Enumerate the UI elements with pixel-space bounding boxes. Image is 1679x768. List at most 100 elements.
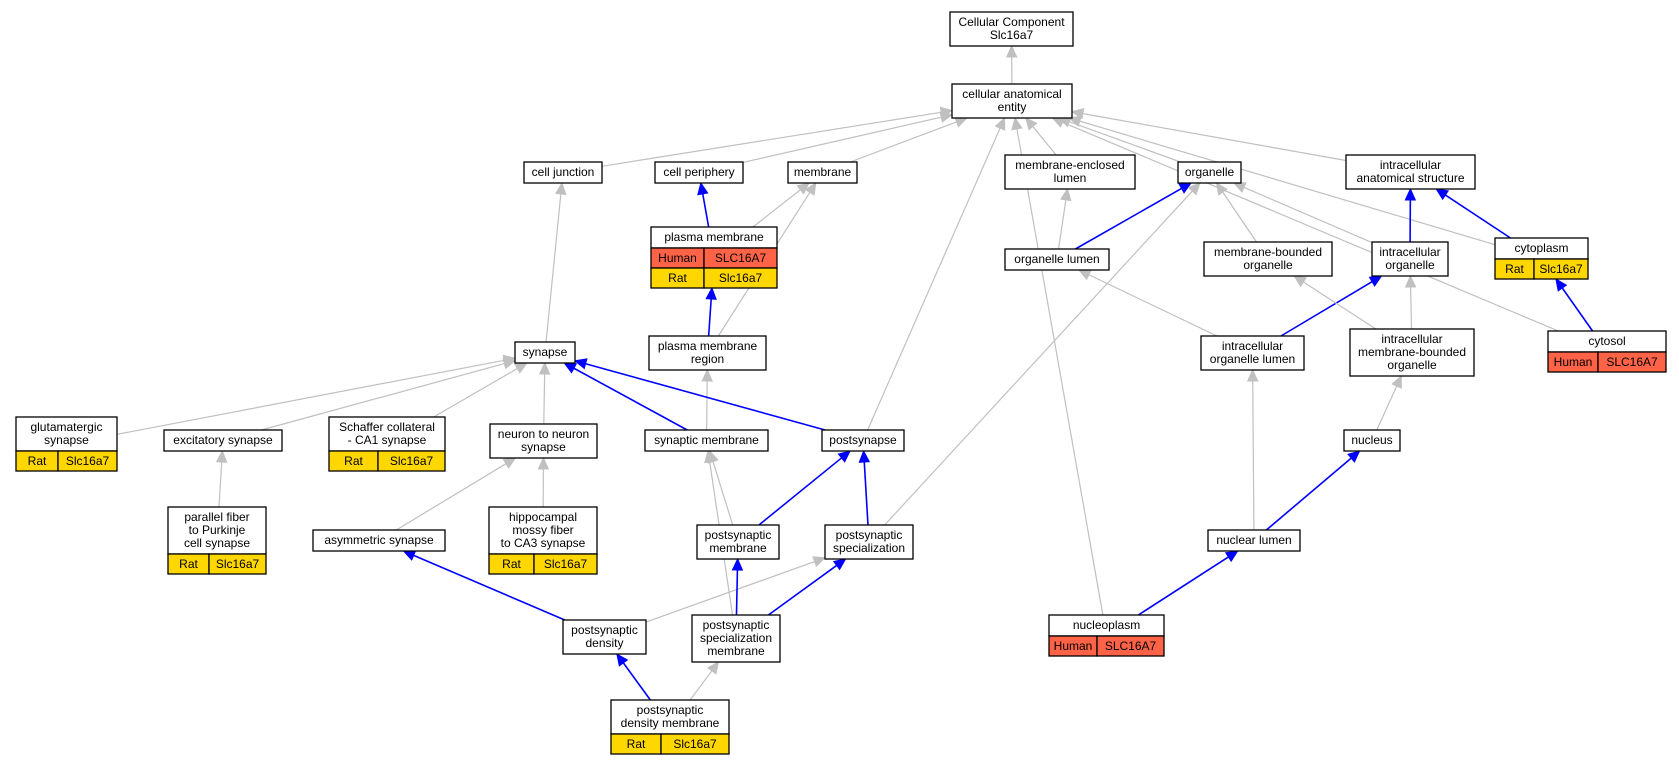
edge-is_a-io-to-organelle <box>1232 182 1373 244</box>
edge-part_of-nl-to-nucleus <box>1265 450 1361 531</box>
node-label-line: synaptic membrane <box>654 433 759 447</box>
node-label-line: asymmetric synapse <box>324 533 434 547</box>
edge-part_of-cytosol-to-cytoplasm <box>1555 278 1594 332</box>
edge-is_a-cae-to-cc <box>1005 44 1018 85</box>
node-label-line: organelle <box>1185 165 1235 179</box>
node-label-line: excitatory synapse <box>173 433 273 447</box>
node-label-line: to CA3 synapse <box>501 536 586 550</box>
node-excit[interactable]: excitatory synapse <box>163 429 283 452</box>
node-label-line: nucleus <box>1351 433 1392 447</box>
edge-is_a-cell_periphery-to-cae <box>742 111 954 164</box>
node-asym[interactable]: asymmetric synapse <box>312 529 446 552</box>
gene-row-rat: Rat Slc16a7 <box>610 733 730 755</box>
node-label-line: density <box>585 636 623 650</box>
gene-symbol: Slc16a7 <box>66 454 110 468</box>
species-label: Rat <box>627 737 646 751</box>
edge-is_a-asym-to-n2n <box>396 457 517 531</box>
node-label-line: organelle <box>1387 358 1437 372</box>
node-nl[interactable]: nuclear lumen <box>1207 529 1301 552</box>
node-cell_junction[interactable]: cell junction <box>523 161 603 184</box>
edge-is_a-iol-to-ol <box>1077 269 1218 337</box>
node-label-line: intracellular <box>1379 245 1440 259</box>
node-postsyn[interactable]: postsynapse <box>821 429 905 452</box>
node-organelle[interactable]: organelle <box>1177 161 1242 184</box>
edge-is_a-pfpc-to-excit <box>215 449 228 508</box>
species-label: Rat <box>668 271 687 285</box>
node-synapse[interactable]: synapse <box>514 341 576 364</box>
node-membrane[interactable]: membrane <box>787 161 858 184</box>
edge-is_a-nucleus-to-imbo <box>1376 374 1402 431</box>
node-label-line: Schaffer collateral <box>339 420 435 434</box>
gene-symbol: SLC16A7 <box>715 251 767 265</box>
node-label-line: cell junction <box>532 165 595 179</box>
species-label: Rat <box>179 557 198 571</box>
edge-is_a-imbo-to-io <box>1404 274 1417 330</box>
edge-is_a-cytoplasm-to-cae <box>1067 115 1496 246</box>
node-label-line: region <box>691 352 724 366</box>
node-label-line: hippocampal <box>509 510 577 524</box>
node-label-line: cellular anatomical <box>962 87 1061 101</box>
node-label-line: membrane <box>707 644 765 658</box>
edge-is_a-postsyn-to-cae <box>867 116 1006 431</box>
node-label-line: synapse <box>44 433 89 447</box>
node-label-line: postsynapse <box>829 433 897 447</box>
node-synmem[interactable]: synaptic membrane <box>644 429 769 452</box>
edge-part_of-nucleoplasm-to-nl <box>1137 550 1239 616</box>
node-label-line: - CA1 synapse <box>348 433 427 447</box>
node-label-line: to Purkinje <box>189 523 246 537</box>
edge-part_of-synmem-to-synapse <box>563 362 688 431</box>
edge-is_a-glut-to-synapse <box>116 354 517 435</box>
edge-part_of-pssm-to-psspec <box>767 558 847 616</box>
gene-symbol: Slc16a7 <box>673 737 717 751</box>
edges-layer <box>116 44 1594 701</box>
gene-symbol: Slc16a7 <box>544 557 588 571</box>
node-label-line: membrane <box>709 541 767 555</box>
node-label-line: nuclear lumen <box>1216 533 1291 547</box>
node-label-line: membrane <box>794 165 852 179</box>
node-label-line: anatomical structure <box>1356 171 1464 185</box>
species-label: Rat <box>28 454 47 468</box>
node-label-line: membrane-bounded <box>1214 245 1322 259</box>
node-label-line: lumen <box>1054 171 1087 185</box>
gene-symbol: SLC16A7 <box>1105 639 1157 653</box>
node-ol[interactable]: organelle lumen <box>1004 248 1110 271</box>
node-label-line: Slc16a7 <box>990 28 1034 42</box>
node-label-line: postsynaptic <box>703 618 770 632</box>
node-nucleus[interactable]: nucleus <box>1343 429 1401 452</box>
node-label-line: density membrane <box>621 716 720 730</box>
edge-is_a-mel-to-cae <box>1025 117 1057 156</box>
node-label-line: cytosol <box>1588 334 1625 348</box>
node-label-line: postsynaptic <box>637 703 704 717</box>
edge-is_a-hmf-to-n2n <box>537 456 550 508</box>
gene-symbol: Slc16a7 <box>216 557 260 571</box>
node-cell_periphery[interactable]: cell periphery <box>654 161 744 184</box>
